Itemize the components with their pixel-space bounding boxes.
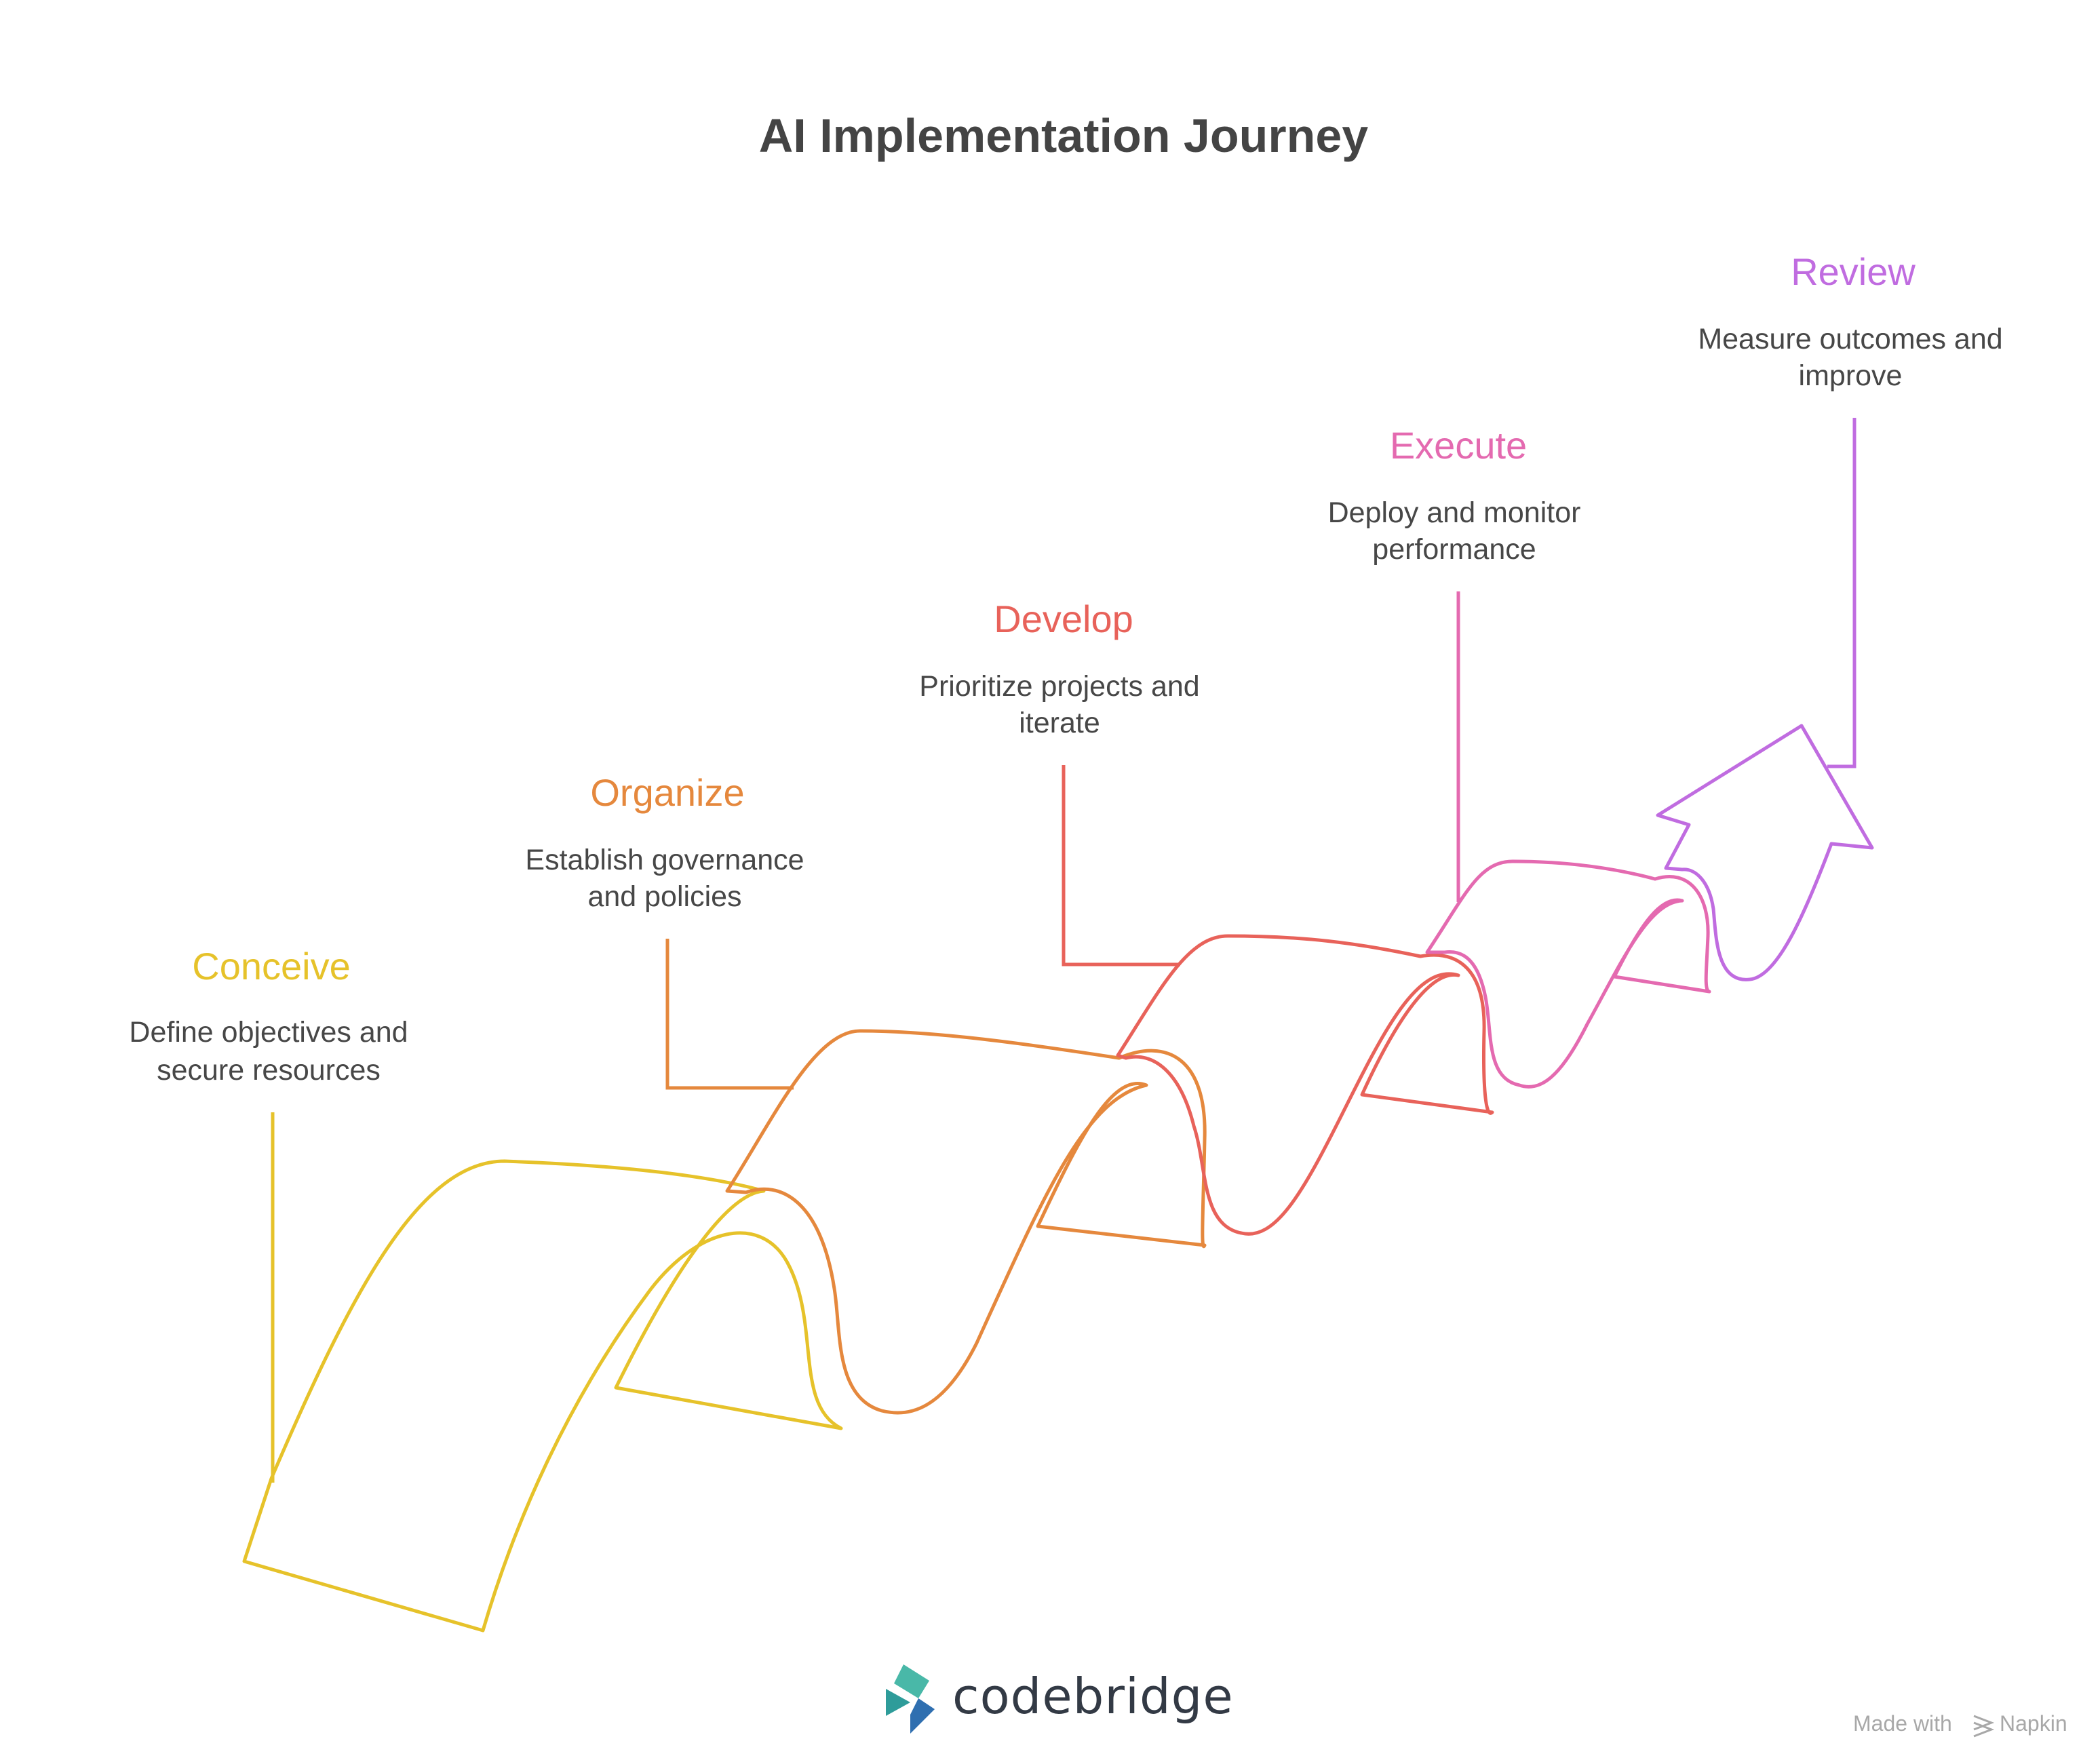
step-desc-execute-line1: Deploy and monitor [1328,496,1581,529]
made-with-label: Made with [1853,1711,1952,1736]
connector-review [1827,418,1856,768]
step-desc-conceive-line2: secure resources [157,1054,381,1087]
step-title-develop: Develop [994,598,1133,640]
ribbon-organize [725,1029,1207,1415]
napkin-label: Napkin [2000,1711,2067,1736]
step-develop: Develop Prioritize projects and iterate [919,598,1494,1236]
ribbon-conceive [242,1159,843,1633]
step-desc-conceive-line1: Define objectives and [129,1016,408,1049]
connector-organize [665,939,794,1090]
step-desc-organize-line2: and policies [587,880,741,913]
step-desc-develop-line2: iterate [1019,707,1100,739]
napkin-icon [1973,1715,1995,1738]
brand-logo: codebridge [886,1664,1234,1734]
step-organize: Organize Establish governance and polici… [525,771,1207,1415]
ribbon-execute [1425,859,1711,1089]
step-title-review: Review [1791,250,1916,293]
step-title-organize: Organize [590,771,744,814]
made-with-napkin: Made with Napkin [1853,1711,2067,1738]
step-desc-execute-line2: performance [1372,533,1536,566]
step-execute: Execute Deploy and monitor performance [1328,424,1711,1089]
step-title-execute: Execute [1390,424,1527,467]
arrow-review [1656,724,1874,981]
step-review: Review Measure outcomes and improve [1656,250,2003,981]
ribbon-develop [1116,934,1494,1236]
connector-develop [1062,765,1180,966]
step-desc-review-line1: Measure outcomes and [1698,323,2002,355]
step-desc-review-line2: improve [1799,359,1903,392]
step-desc-develop-line1: Prioritize projects and [919,670,1199,703]
step-title-conceive: Conceive [192,945,350,988]
diagram-title: AI Implementation Journey [759,109,1369,162]
step-conceive: Conceive Define objectives and secure re… [129,945,843,1633]
step-desc-organize-line1: Establish governance [525,844,804,876]
brand-name: codebridge [952,1668,1234,1725]
codebridge-logo-icon [886,1664,935,1734]
